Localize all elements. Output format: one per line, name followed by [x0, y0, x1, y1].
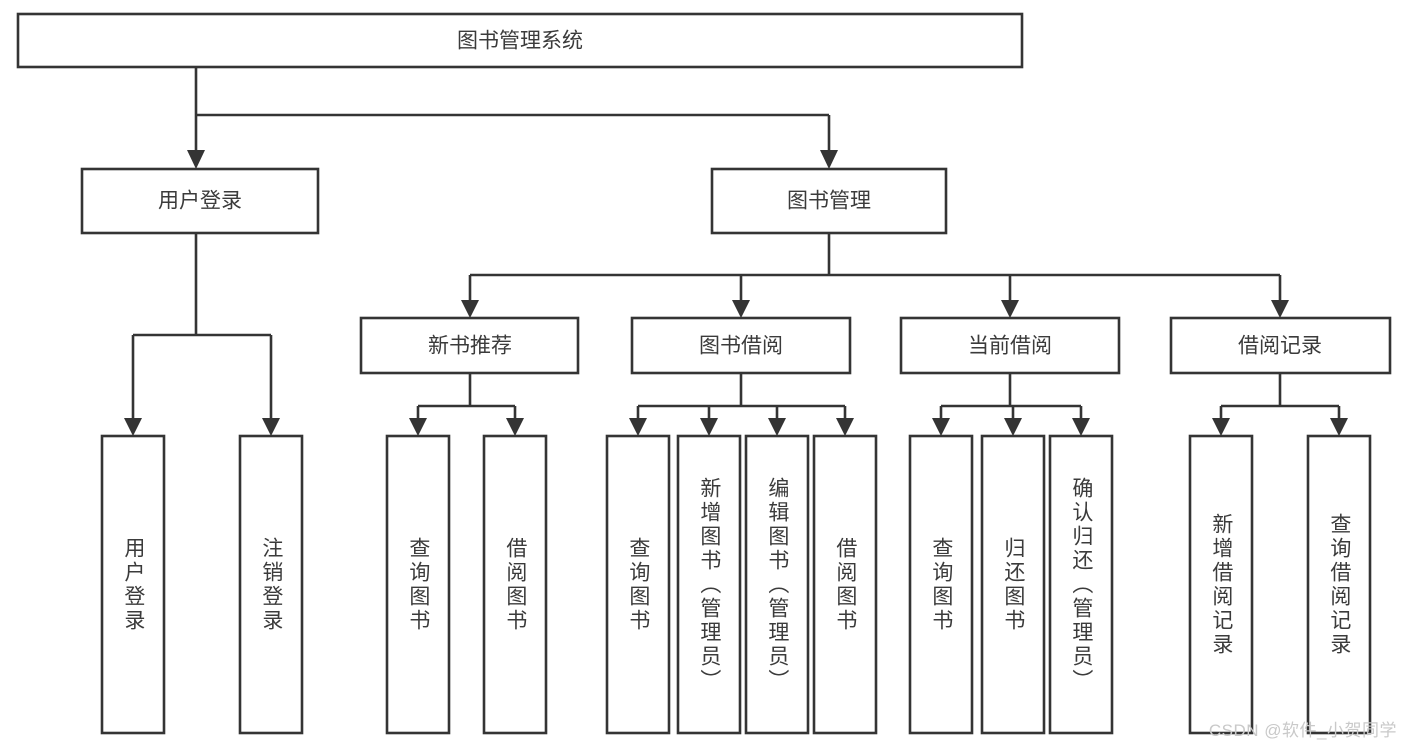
arrowhead-leaf-confirm-return-admin: [1072, 418, 1090, 436]
node-new-book-recommend-box[interactable]: [359, 316, 580, 375]
node-current-borrow-box[interactable]: [899, 316, 1121, 375]
node-book-management[interactable]: 图书管理: [710, 167, 948, 235]
arrowhead-leaf-query-book-1: [409, 418, 427, 436]
node-leaf-add-book-admin-box[interactable]: [676, 434, 742, 735]
node-book-management-label: 图书管理: [787, 190, 871, 213]
arrowhead-leaf-return-book: [1004, 418, 1022, 436]
node-book-borrow-box[interactable]: [630, 316, 852, 375]
node-book-borrow[interactable]: 图书借阅: [630, 316, 852, 375]
connector-layer: [124, 67, 1348, 436]
node-leaf-query-book-2-box[interactable]: [605, 434, 671, 735]
arrowhead-book-borrow: [732, 300, 750, 318]
node-user-login-label: 用户登录: [158, 190, 242, 213]
arrowhead-borrow-record: [1271, 300, 1289, 318]
node-book-management-box[interactable]: [710, 167, 948, 235]
arrowhead-book-management: [820, 150, 838, 169]
node-user-login[interactable]: 用户登录: [80, 167, 320, 235]
node-leaf-borrow-book-2-box[interactable]: [812, 434, 878, 735]
arrowhead-current-borrow: [1001, 300, 1019, 318]
node-root-box[interactable]: [16, 12, 1024, 69]
node-leaf-query-book-1-box[interactable]: [385, 434, 451, 735]
arrowhead-leaf-add-book-admin: [700, 418, 718, 436]
arrowhead-new-book-recommend: [461, 300, 479, 318]
node-leaf-query-book-3-box[interactable]: [908, 434, 974, 735]
leaf-box-layer: [100, 434, 1372, 735]
arrowhead-leaf-query-book-2: [629, 418, 647, 436]
arrowhead-leaf-edit-book-admin: [768, 418, 786, 436]
node-user-login-box[interactable]: [80, 167, 320, 235]
node-new-book-recommend-label: 新书推荐: [428, 335, 512, 358]
node-leaf-return-book-box[interactable]: [980, 434, 1046, 735]
arrowhead-leaf-logout: [262, 418, 280, 436]
arrowhead-leaf-borrow-book-2: [836, 418, 854, 436]
node-leaf-add-borrow-record-box[interactable]: [1188, 434, 1254, 735]
arrowhead-leaf-user-login: [124, 418, 142, 436]
arrowhead-leaf-query-borrow-record: [1330, 418, 1348, 436]
arrowhead-user-login: [187, 150, 205, 169]
node-new-book-recommend[interactable]: 新书推荐: [359, 316, 580, 375]
node-borrow-record-box[interactable]: [1169, 316, 1392, 375]
node-leaf-query-borrow-record-box[interactable]: [1306, 434, 1372, 735]
node-leaf-logout-box[interactable]: [238, 434, 304, 735]
node-root[interactable]: 图书管理系统: [16, 12, 1024, 69]
arrowhead-leaf-query-book-3: [932, 418, 950, 436]
node-borrow-record[interactable]: 借阅记录: [1169, 316, 1392, 375]
node-leaf-edit-book-admin-box[interactable]: [744, 434, 810, 735]
node-leaf-confirm-return-admin-box[interactable]: [1048, 434, 1114, 735]
arrowhead-leaf-add-borrow-record: [1212, 418, 1230, 436]
node-leaf-borrow-book-1-box[interactable]: [482, 434, 548, 735]
node-leaf-user-login-box[interactable]: [100, 434, 166, 735]
node-current-borrow-label: 当前借阅: [968, 335, 1052, 358]
node-current-borrow[interactable]: 当前借阅: [899, 316, 1121, 375]
arrowhead-leaf-borrow-book-1: [506, 418, 524, 436]
node-root-label: 图书管理系统: [457, 30, 583, 53]
node-book-borrow-label: 图书借阅: [699, 335, 783, 358]
node-borrow-record-label: 借阅记录: [1238, 335, 1322, 358]
